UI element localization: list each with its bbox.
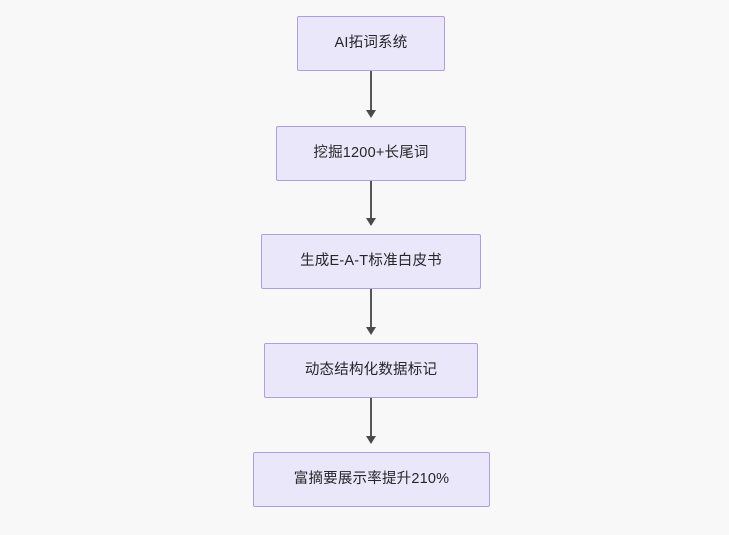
flow-edge-line — [370, 181, 372, 219]
arrowhead-icon — [366, 327, 376, 335]
flow-node-rich-snippet-impression-uplift[interactable]: 富摘要展示率提升210% — [253, 452, 490, 507]
flow-node-mine-longtail-keywords[interactable]: 挖掘1200+长尾词 — [276, 126, 466, 181]
arrowhead-icon — [366, 436, 376, 444]
flow-node-label: 富摘要展示率提升210% — [293, 470, 450, 487]
flow-node-ai-keyword-system[interactable]: AI拓词系统 — [297, 16, 445, 71]
flow-node-label: AI拓词系统 — [334, 34, 408, 51]
arrowhead-icon — [366, 218, 376, 226]
flow-node-label: 生成E-A-T标准白皮书 — [300, 252, 442, 269]
flow-edge-line — [370, 289, 372, 328]
arrowhead-icon — [366, 110, 376, 118]
flow-node-label: 挖掘1200+长尾词 — [313, 144, 429, 161]
flow-edge-line — [370, 398, 372, 437]
flow-node-dynamic-structured-data-markup[interactable]: 动态结构化数据标记 — [264, 343, 478, 398]
flow-node-label: 动态结构化数据标记 — [304, 361, 438, 378]
flow-edge-line — [370, 71, 372, 111]
flow-node-generate-eat-whitepaper[interactable]: 生成E-A-T标准白皮书 — [261, 234, 481, 289]
